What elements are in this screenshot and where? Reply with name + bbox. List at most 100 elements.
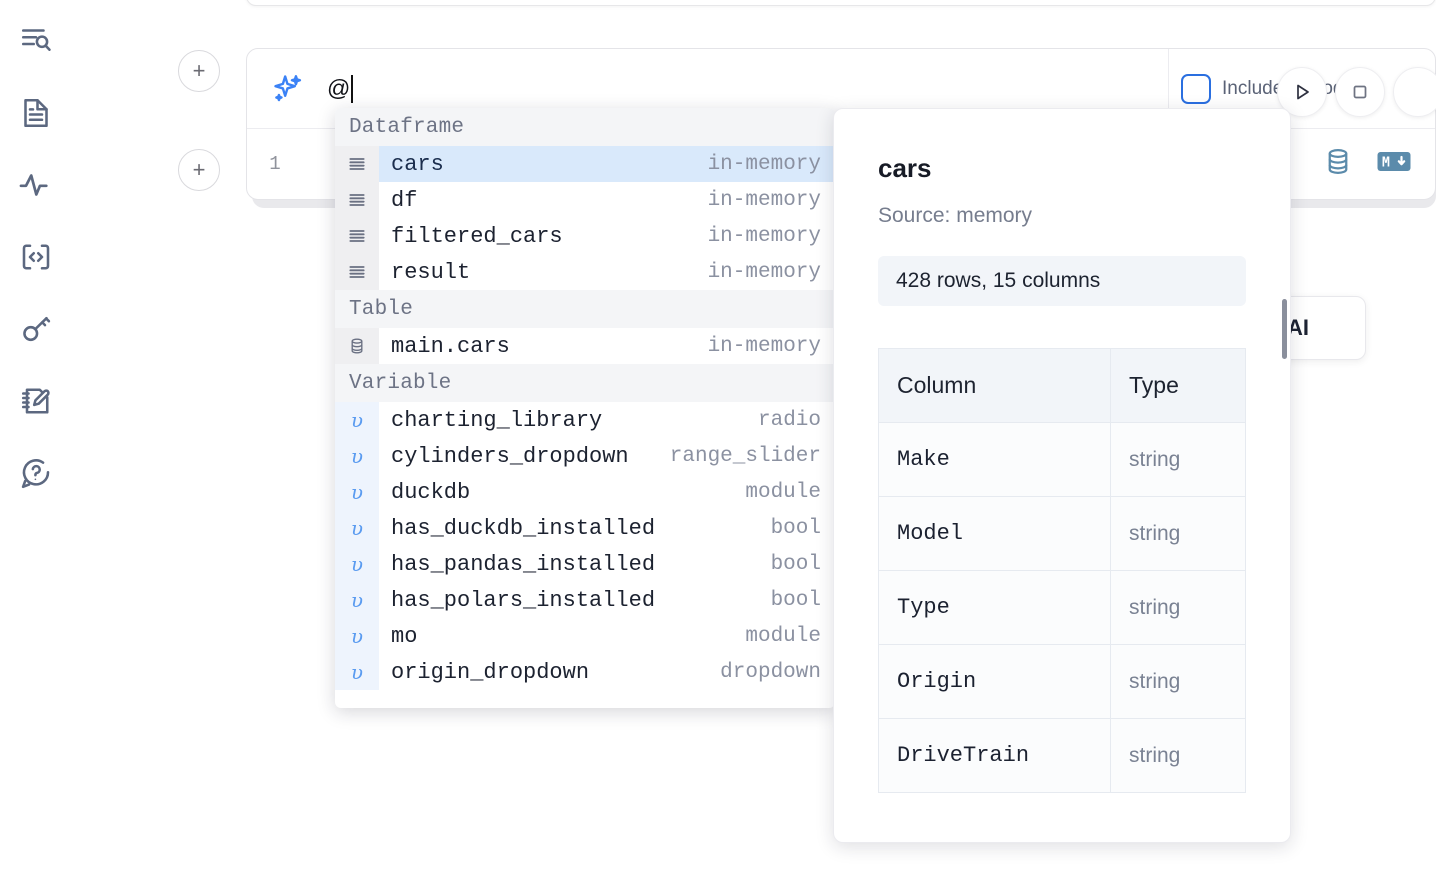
autocomplete-item-type: module (745, 624, 821, 648)
plus-icon: + (192, 157, 206, 182)
table-rows-icon (335, 254, 379, 290)
table-rows-icon (335, 182, 379, 218)
key-secrets-icon[interactable] (12, 304, 60, 354)
preview-scrollbar[interactable] (1282, 299, 1287, 359)
variable-icon: υ (335, 474, 379, 510)
svg-text:M: M (1382, 156, 1390, 171)
autocomplete-item-type: in-memory (707, 188, 821, 212)
autocomplete-group-header: Table (335, 290, 835, 328)
help-question-icon[interactable] (12, 448, 60, 498)
autocomplete-item-name: mo (391, 623, 418, 649)
markdown-icon[interactable]: M (1377, 150, 1411, 179)
column-type-cell: string (1110, 644, 1246, 719)
variable-icon: υ (335, 618, 379, 654)
add-cell-above-button[interactable]: + (178, 50, 220, 92)
autocomplete-item-type: radio (757, 408, 821, 432)
database-icon (335, 328, 379, 364)
autocomplete-item[interactable]: υ has_polars_installed bool (335, 582, 835, 618)
column-header: Column (878, 348, 1111, 423)
variable-icon: υ (335, 510, 379, 546)
table-rows-icon (335, 218, 379, 254)
stop-button[interactable] (1335, 67, 1385, 117)
autocomplete-item-name: has_duckdb_installed (391, 515, 656, 541)
autocomplete-item-name: duckdb (391, 479, 471, 505)
autocomplete-item[interactable]: filtered_cars in-memory (335, 218, 835, 254)
file-document-icon[interactable] (12, 88, 60, 138)
variable-icon: υ (335, 546, 379, 582)
autocomplete-item-type: in-memory (707, 152, 821, 176)
column-type-cell: string (1110, 496, 1246, 571)
text-caret (351, 74, 354, 103)
autocomplete-item-name: filtered_cars (391, 223, 563, 249)
autocomplete-item-name: cars (391, 151, 444, 177)
line-number: 1 (269, 153, 281, 175)
variable-icon: υ (335, 438, 379, 474)
include-all-code-checkbox[interactable] (1181, 73, 1211, 104)
autocomplete-item-type: bool (770, 516, 821, 540)
notebook-edit-icon[interactable] (12, 376, 60, 426)
previous-cell-card (246, 0, 1436, 6)
dataframe-preview-panel: cars Source: memory 428 rows, 15 columns… (833, 108, 1291, 843)
activity-pulse-icon[interactable] (12, 160, 60, 210)
database-icon[interactable] (1323, 147, 1353, 182)
autocomplete-item-type: bool (770, 552, 821, 576)
autocomplete-item[interactable]: df in-memory (335, 182, 835, 218)
column-name-cell: DriveTrain (878, 718, 1111, 793)
column-type-cell: string (1110, 718, 1246, 793)
autocomplete-item-name: has_polars_installed (391, 587, 656, 613)
autocomplete-item[interactable]: υ has_pandas_installed bool (335, 546, 835, 582)
autocomplete-item-type: range_slider (669, 444, 821, 468)
column-name-cell: Type (878, 570, 1111, 645)
divider (1168, 49, 1169, 128)
add-cell-below-button[interactable]: + (178, 149, 220, 191)
ai-prompt-input[interactable]: @ (327, 69, 1169, 109)
explore-outline-icon[interactable] (12, 16, 60, 66)
column-name-cell: Model (878, 496, 1111, 571)
autocomplete-group-header: Variable (335, 364, 835, 402)
autocomplete-item-type: bool (770, 588, 821, 612)
autocomplete-item-name: main.cars (391, 333, 510, 359)
column-type-cell: string (1110, 570, 1246, 645)
autocomplete-item-type: module (745, 480, 821, 504)
cell-type-icons: M (1323, 147, 1411, 182)
variable-icon: υ (335, 582, 379, 618)
preview-source: Source: memory (878, 204, 1033, 227)
cell-run-toolbar (1277, 67, 1436, 117)
autocomplete-item-type: dropdown (720, 660, 821, 684)
type-header: Type (1110, 348, 1246, 423)
preview-shape: 428 rows, 15 columns (878, 256, 1246, 306)
sparkles-icon (271, 72, 305, 106)
autocomplete-group-header: Dataframe (335, 108, 835, 146)
autocomplete-item[interactable]: υ has_duckdb_installed bool (335, 510, 835, 546)
variable-icon: υ (335, 654, 379, 690)
autocomplete-item-type: in-memory (707, 334, 821, 358)
autocomplete-item-name: df (391, 187, 418, 213)
autocomplete-item[interactable]: main.cars in-memory (335, 328, 835, 364)
autocomplete-item-type: in-memory (707, 224, 821, 248)
code-brackets-icon[interactable] (12, 232, 60, 282)
autocomplete-item-name: has_pandas_installed (391, 551, 656, 577)
ai-prompt-value: @ (327, 75, 351, 101)
more-actions-button[interactable] (1393, 67, 1436, 117)
autocomplete-item-name: result (391, 259, 471, 285)
autocomplete-item[interactable]: cars in-memory (335, 146, 835, 182)
preview-title: cars (878, 153, 932, 183)
column-type-cell: string (1110, 422, 1246, 497)
variable-icon: υ (335, 402, 379, 438)
code-editor-row[interactable]: 1 M (247, 129, 1435, 199)
